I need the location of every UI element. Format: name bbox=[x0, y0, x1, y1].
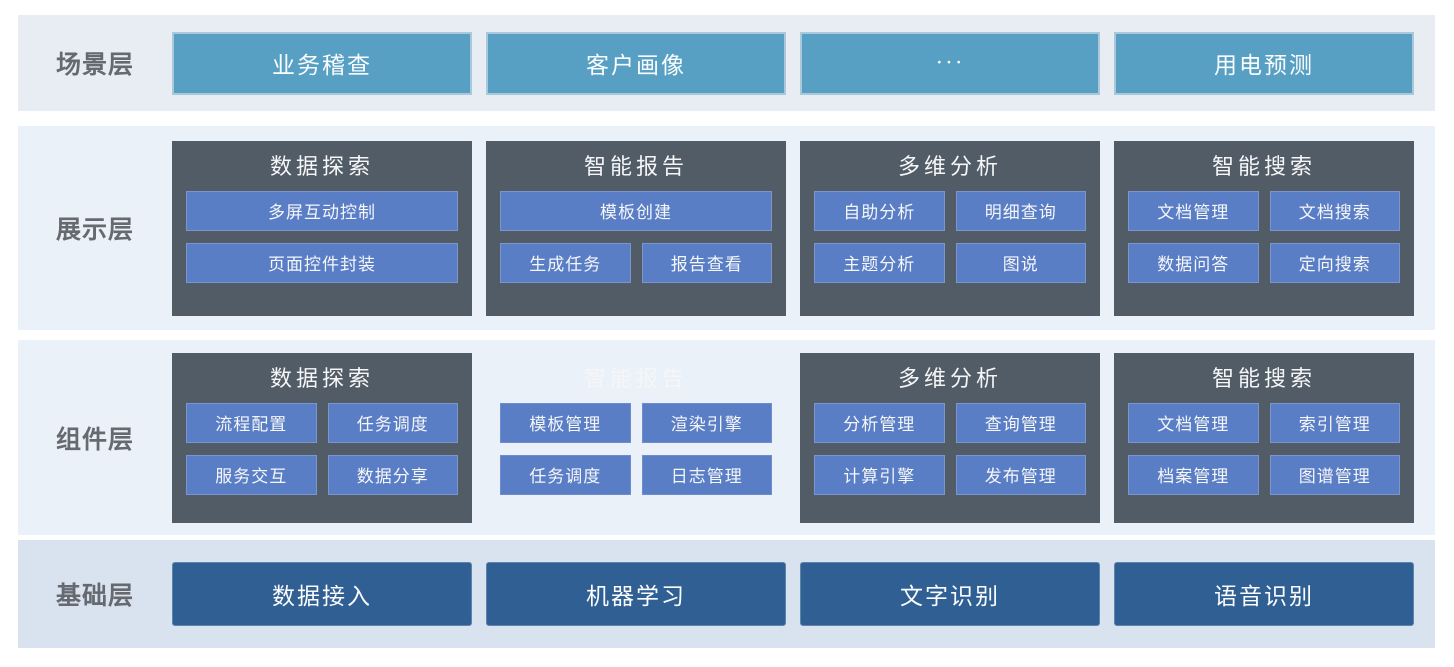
module-card-row: 多屏互动控制 bbox=[186, 190, 458, 231]
module-card-rows: 模板创建生成任务报告查看 bbox=[500, 190, 772, 283]
module-card-row: 计算引擎发布管理 bbox=[814, 454, 1086, 495]
module-item: 索引管理 bbox=[1269, 402, 1400, 443]
module-card-rows: 模板管理渲染引擎任务调度日志管理 bbox=[500, 402, 772, 495]
scene-block: 用电预测 bbox=[1114, 31, 1414, 95]
module-card-row: 文档管理索引管理 bbox=[1128, 402, 1400, 443]
layer-label-scene: 场景层 bbox=[55, 51, 134, 79]
module-item: 模板创建 bbox=[500, 190, 772, 231]
module-card-title: 智能报告 bbox=[583, 153, 688, 179]
module-item: 图谱管理 bbox=[1269, 454, 1400, 495]
module-card-title: 智能搜索 bbox=[1211, 153, 1316, 179]
layer-label-component: 组件层 bbox=[55, 425, 134, 454]
module-item: 档案管理 bbox=[1128, 454, 1259, 495]
layer-band-display: 展示层 数据探索多屏互动控制页面控件封装智能报告模板创建生成任务报告查看多维分析… bbox=[18, 126, 1435, 330]
module-card-row: 数据问答定向搜索 bbox=[1128, 242, 1400, 283]
scene-block: ··· bbox=[800, 31, 1100, 95]
scene-block: 业务稽查 bbox=[172, 31, 472, 95]
layer-band-component: 组件层 数据探索流程配置任务调度服务交互数据分享智能报告模板管理渲染引擎任务调度… bbox=[18, 340, 1435, 535]
module-card-title: 数据探索 bbox=[269, 365, 374, 391]
module-card-rows: 文档管理文档搜索数据问答定向搜索 bbox=[1128, 190, 1400, 283]
layer-band-foundation: 基础层 数据接入机器学习文字识别语音识别 bbox=[18, 540, 1435, 648]
module-card-title: 智能报告 bbox=[583, 365, 688, 391]
module-item: 计算引擎 bbox=[814, 454, 945, 495]
module-card: 智能报告模板管理渲染引擎任务调度日志管理 bbox=[486, 353, 786, 523]
module-item: 数据分享 bbox=[327, 454, 458, 495]
module-card: 智能报告模板创建生成任务报告查看 bbox=[486, 140, 786, 316]
foundation-block: 文字识别 bbox=[800, 562, 1100, 626]
module-card-row: 文档管理文档搜索 bbox=[1128, 190, 1400, 231]
layer-content-foundation: 数据接入机器学习文字识别语音识别 bbox=[172, 562, 1414, 626]
module-item: 数据问答 bbox=[1128, 242, 1259, 283]
module-card: 数据探索流程配置任务调度服务交互数据分享 bbox=[172, 352, 472, 523]
module-card-row: 流程配置任务调度 bbox=[186, 402, 458, 443]
module-item: 查询管理 bbox=[955, 402, 1086, 443]
foundation-block: 数据接入 bbox=[172, 562, 472, 626]
module-card-row: 档案管理图谱管理 bbox=[1128, 454, 1400, 495]
layer-label-foundation: 基础层 bbox=[55, 582, 134, 610]
module-card: 智能搜索文档管理索引管理档案管理图谱管理 bbox=[1114, 352, 1414, 523]
module-item: 模板管理 bbox=[500, 402, 631, 443]
module-item: 明细查询 bbox=[955, 190, 1086, 231]
module-item: 生成任务 bbox=[500, 242, 631, 283]
module-card-title: 多维分析 bbox=[897, 365, 1002, 391]
module-item: 图说 bbox=[955, 242, 1086, 283]
module-card-row: 任务调度日志管理 bbox=[500, 454, 772, 495]
foundation-block: 机器学习 bbox=[486, 562, 786, 626]
module-item: 页面控件封装 bbox=[186, 242, 458, 283]
module-card-row: 分析管理查询管理 bbox=[814, 402, 1086, 443]
module-card-row: 生成任务报告查看 bbox=[500, 242, 772, 283]
module-item: 渲染引擎 bbox=[641, 402, 772, 443]
module-item: 报告查看 bbox=[641, 242, 772, 283]
module-item: 流程配置 bbox=[186, 402, 317, 443]
module-card: 数据探索多屏互动控制页面控件封装 bbox=[172, 140, 472, 316]
module-item: 服务交互 bbox=[186, 454, 317, 495]
module-card: 多维分析分析管理查询管理计算引擎发布管理 bbox=[800, 352, 1100, 523]
module-card-rows: 流程配置任务调度服务交互数据分享 bbox=[186, 402, 458, 495]
layer-content-scene: 业务稽查客户画像···用电预测 bbox=[172, 31, 1414, 95]
module-item: 主题分析 bbox=[814, 242, 945, 283]
module-item: 任务调度 bbox=[500, 454, 631, 495]
module-item: 自助分析 bbox=[814, 190, 945, 231]
layer-content-component: 数据探索流程配置任务调度服务交互数据分享智能报告模板管理渲染引擎任务调度日志管理… bbox=[172, 352, 1414, 523]
module-item: 多屏互动控制 bbox=[186, 190, 458, 231]
module-card-rows: 分析管理查询管理计算引擎发布管理 bbox=[814, 402, 1086, 495]
module-card: 多维分析自助分析明细查询主题分析图说 bbox=[800, 140, 1100, 316]
module-item: 文档搜索 bbox=[1269, 190, 1400, 231]
module-card-row: 主题分析图说 bbox=[814, 242, 1086, 283]
layer-band-scene: 场景层 业务稽查客户画像···用电预测 bbox=[18, 15, 1435, 111]
module-card-rows: 多屏互动控制页面控件封装 bbox=[186, 190, 458, 283]
module-card-row: 模板管理渲染引擎 bbox=[500, 402, 772, 443]
module-card-row: 自助分析明细查询 bbox=[814, 190, 1086, 231]
module-card-row: 模板创建 bbox=[500, 190, 772, 231]
module-card-title: 多维分析 bbox=[897, 153, 1002, 179]
module-card-title: 智能搜索 bbox=[1211, 365, 1316, 391]
module-item: 文档管理 bbox=[1128, 402, 1259, 443]
module-card-rows: 文档管理索引管理档案管理图谱管理 bbox=[1128, 402, 1400, 495]
module-item: 定向搜索 bbox=[1269, 242, 1400, 283]
module-item: 日志管理 bbox=[641, 454, 772, 495]
layer-content-display: 数据探索多屏互动控制页面控件封装智能报告模板创建生成任务报告查看多维分析自助分析… bbox=[172, 140, 1414, 316]
module-item: 任务调度 bbox=[327, 402, 458, 443]
foundation-block: 语音识别 bbox=[1114, 562, 1414, 626]
module-card: 智能搜索文档管理文档搜索数据问答定向搜索 bbox=[1114, 140, 1414, 316]
module-card-title: 数据探索 bbox=[269, 153, 374, 179]
module-card-rows: 自助分析明细查询主题分析图说 bbox=[814, 190, 1086, 283]
module-item: 分析管理 bbox=[814, 402, 945, 443]
layer-label-display: 展示层 bbox=[55, 216, 134, 244]
module-card-row: 服务交互数据分享 bbox=[186, 454, 458, 495]
module-item: 文档管理 bbox=[1128, 190, 1259, 231]
module-item: 发布管理 bbox=[955, 454, 1086, 495]
module-card-row: 页面控件封装 bbox=[186, 242, 458, 283]
scene-block: 客户画像 bbox=[486, 31, 786, 95]
